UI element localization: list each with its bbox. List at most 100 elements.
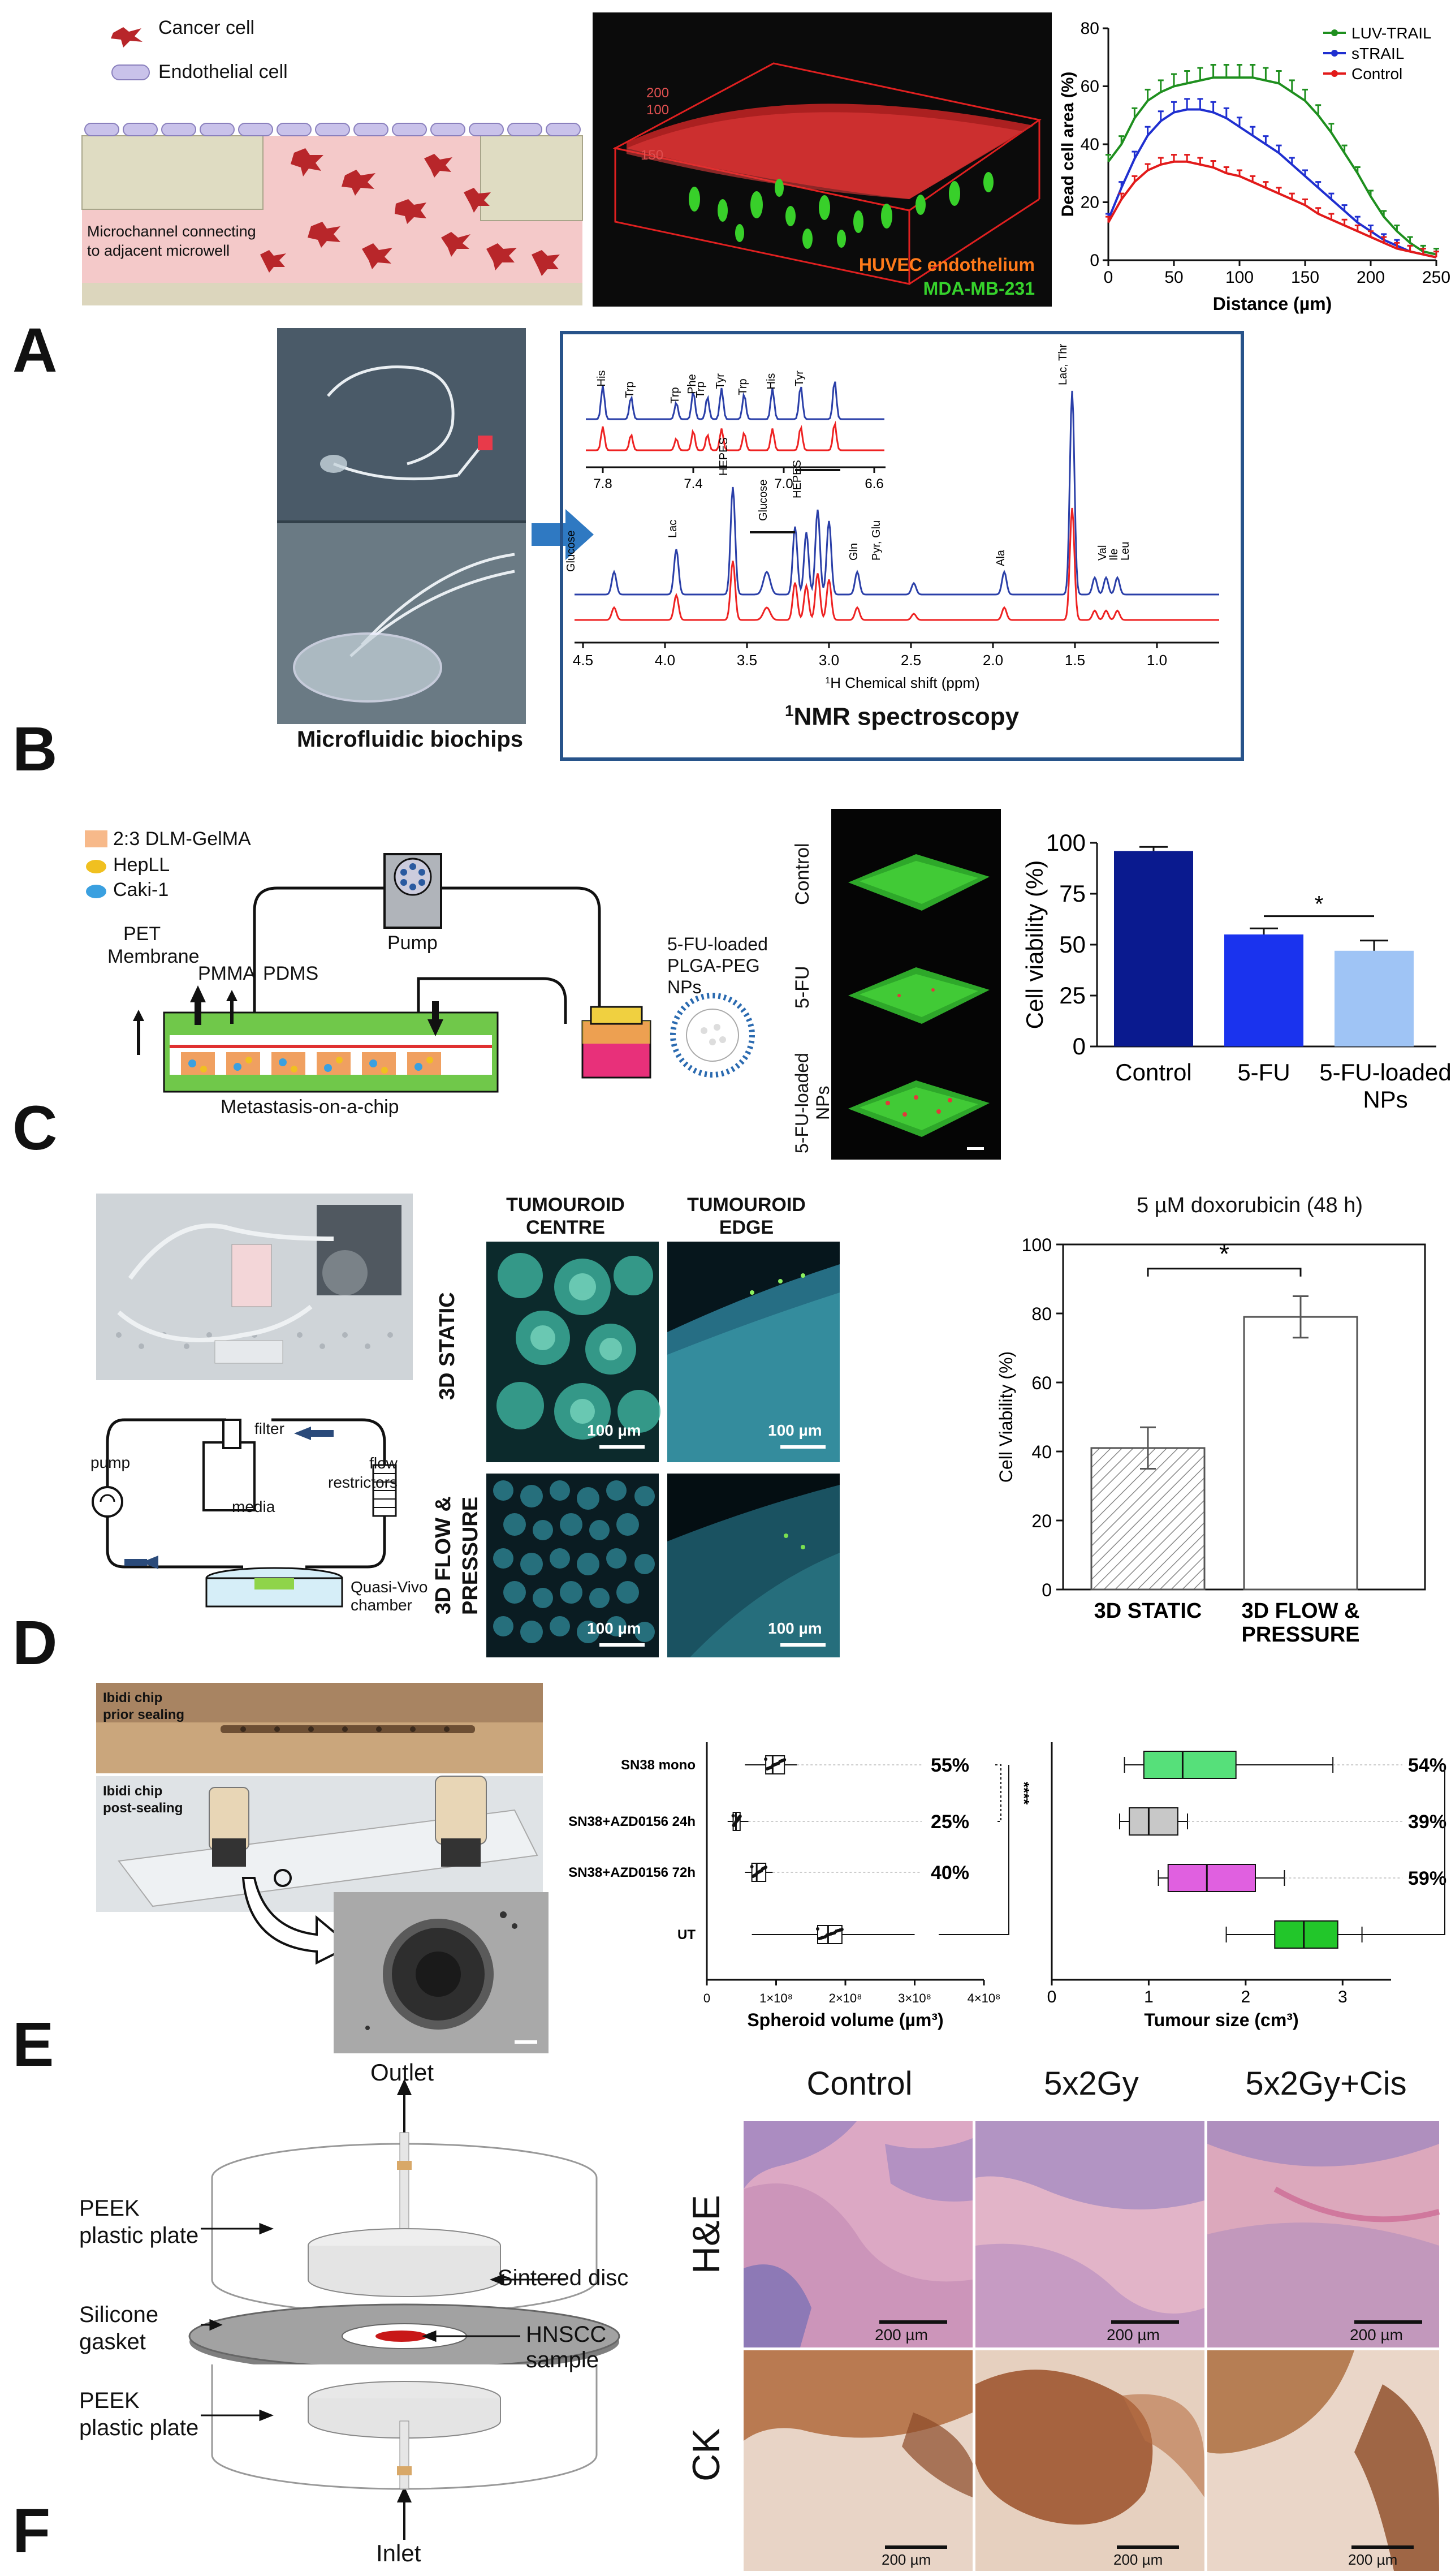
- data-point: [765, 1767, 769, 1771]
- category-label: UT: [677, 1927, 696, 1942]
- x-tick-label: 0: [1104, 268, 1113, 287]
- y-tick-label: 0: [1073, 1033, 1086, 1059]
- series-line-luv-trail: [1107, 76, 1437, 256]
- quasi-vivo-photo: [96, 1194, 413, 1380]
- pmma-label: PMMA: [198, 963, 256, 984]
- y-tick-label: 40: [1031, 1442, 1052, 1462]
- he-5x2gy: 200 µm: [975, 2121, 1204, 2347]
- legend-dlm-gelma: 2:3 DLM-GelMA: [113, 828, 251, 850]
- y-tick-label: 0: [1090, 251, 1099, 270]
- significance-bracket: [939, 1765, 1009, 1935]
- sintered-label: Sintered disc: [498, 2265, 629, 2290]
- legend-hepll: HepLL: [113, 854, 170, 876]
- chart-d-title: 5 µM doxorubicin (48 h): [1137, 1194, 1363, 1217]
- x-tick-label: 100: [1225, 268, 1254, 287]
- inset-peak-label: Tyr: [793, 371, 806, 386]
- panel-label-b: B: [12, 714, 58, 784]
- x-axis-label: Tumour size (cm³): [1144, 2010, 1298, 2030]
- category-label: SN38+AZD0156 24h: [568, 1814, 696, 1829]
- legend-cancer-cell: Cancer cell: [158, 17, 255, 38]
- data-point: [755, 1871, 759, 1875]
- hepll-icon: [86, 860, 106, 873]
- category-label: SN38+AZD0156 72h: [568, 1865, 696, 1880]
- main-tick-label: 4.0: [655, 652, 675, 669]
- inset-peak-label: Trp: [737, 378, 749, 395]
- row-title-ck: CK: [685, 2428, 728, 2482]
- x-axis-label: Spheroid volume (µm³): [747, 2010, 943, 2030]
- inset-tick-label: 7.8: [593, 476, 612, 492]
- col-title-5x2gy-cis: 5x2Gy+Cis: [1245, 2065, 1407, 2102]
- x-tick-label: 1: [1144, 1988, 1154, 2006]
- media-label: media: [232, 1498, 275, 1515]
- scale-label: 200 µm: [1348, 2551, 1398, 2568]
- y-tick-label: 0: [1042, 1580, 1052, 1600]
- panel-label-f: F: [12, 2496, 51, 2566]
- x-tick-label: 3: [1338, 1988, 1348, 2006]
- arrow-down-icon: [241, 1877, 353, 1965]
- main-peak-label: Val: [1096, 545, 1109, 561]
- inset-peak-label: His: [765, 373, 778, 390]
- y-tick-label: 100: [1022, 1235, 1052, 1255]
- row-title-static: 3D STATIC: [435, 1292, 459, 1401]
- main-peak-label: HEPES: [791, 460, 804, 498]
- significance-label: *: [1219, 1239, 1229, 1269]
- legend-endothelial-cell: Endothelial cell: [158, 61, 288, 83]
- he-5x2gy-cis: 200 µm: [1207, 2121, 1440, 2347]
- spheroid-photo: [334, 1892, 549, 2053]
- main-peak-label: Pyr, Glu: [870, 520, 883, 561]
- main-peak-label: Ala: [995, 549, 1007, 566]
- legend-label: sTRAIL: [1351, 45, 1404, 62]
- scale-label: 200 µm: [1350, 2326, 1403, 2344]
- y-axis-label: Cell Viability (%): [996, 1351, 1016, 1483]
- y-tick-label: 40: [1081, 135, 1099, 154]
- cancer-cell-icon: [111, 27, 142, 48]
- data-point: [736, 1816, 740, 1820]
- data-point: [778, 1760, 782, 1763]
- y-tick-label: 100: [1046, 829, 1086, 856]
- y-tick-label: 60: [1031, 1373, 1052, 1393]
- significance-label: ****: [1016, 1782, 1033, 1805]
- main-tick-label: 2.0: [983, 652, 1003, 669]
- panel-label-d: D: [12, 1608, 58, 1678]
- category-label: SN38 mono: [621, 1757, 696, 1773]
- data-point: [734, 1820, 738, 1824]
- scale-label: 200 µm: [882, 2551, 931, 2568]
- data-point: [771, 1764, 775, 1767]
- box: [1274, 1920, 1338, 1949]
- inset-peak-label: Tyr: [714, 373, 727, 389]
- scale-label: 100 µm: [587, 1421, 641, 1439]
- inset-peak-label: His: [595, 371, 608, 387]
- inset-tick-label: 6.6: [865, 476, 883, 492]
- y-tick-label: 80: [1031, 1304, 1052, 1324]
- data-point: [750, 1865, 754, 1868]
- annotation-label: 54%: [1408, 1755, 1446, 1776]
- scale-label: 200 µm: [1107, 2326, 1160, 2344]
- biochip-photos: [277, 328, 526, 724]
- data-point: [732, 1824, 736, 1827]
- x-tick-label: 3D STATIC: [1094, 1599, 1202, 1623]
- x-tick-label: 2: [1241, 1988, 1251, 2006]
- x-tick-label: 150: [1291, 268, 1319, 287]
- inset-peak-label: Trp: [624, 381, 636, 398]
- nmr-inset-blue: [586, 381, 884, 420]
- bar-0: [1090, 1447, 1206, 1591]
- panel-label-e: E: [12, 2010, 54, 2079]
- inlet-label: Inlet: [376, 2540, 421, 2566]
- y-axis-label: Dead cell area (%): [1059, 72, 1077, 217]
- hnscc-label: HNSCC sample: [526, 2322, 607, 2372]
- data-point: [731, 1814, 735, 1817]
- main-tick-label: 4.5: [573, 652, 593, 669]
- outlet-label: Outlet: [370, 2059, 434, 2086]
- pet-label: PET: [123, 923, 161, 945]
- pump-label: Pump: [387, 932, 438, 954]
- nmr-x-label: 1H Chemical shift (ppm): [825, 674, 979, 691]
- ck-control: 200 µm: [744, 2350, 973, 2571]
- y-tick-label: 20: [1081, 193, 1099, 212]
